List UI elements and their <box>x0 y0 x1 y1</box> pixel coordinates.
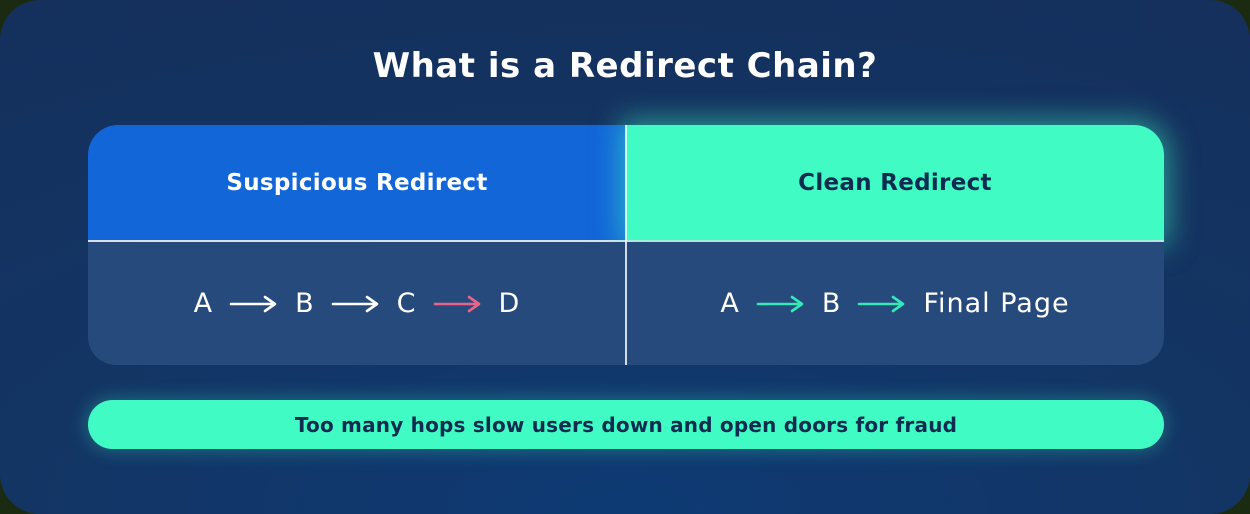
suspicious-redirect-header: Suspicious Redirect <box>88 125 626 240</box>
arrow-icon <box>331 295 378 312</box>
arrow-icon <box>756 295 804 312</box>
suspicious-chain: A B C D <box>88 242 626 365</box>
clean-redirect-header: Clean Redirect <box>626 125 1164 240</box>
arrow-icon <box>433 295 480 312</box>
chain-step: B <box>295 288 315 319</box>
chain-step: Final Page <box>923 288 1070 319</box>
header-row: Suspicious Redirect Clean Redirect <box>88 125 1164 242</box>
chain-step: C <box>396 288 417 319</box>
clean-redirect-label: Clean Redirect <box>798 169 992 196</box>
page-title: What is a Redirect Chain? <box>372 46 878 86</box>
arrow-icon <box>858 295 905 312</box>
clean-chain: A B Final Page <box>626 242 1164 365</box>
chain-step: A <box>193 288 214 319</box>
arrow-icon <box>229 295 277 312</box>
chain-step: D <box>498 288 521 319</box>
chain-step: B <box>821 288 842 319</box>
footer-banner-text: Too many hops slow users down and open d… <box>294 412 958 437</box>
chain-step: A <box>720 288 740 319</box>
suspicious-redirect-label: Suspicious Redirect <box>226 169 488 196</box>
panel-divider <box>625 125 627 365</box>
footer-banner: Too many hops slow users down and open d… <box>88 400 1164 449</box>
